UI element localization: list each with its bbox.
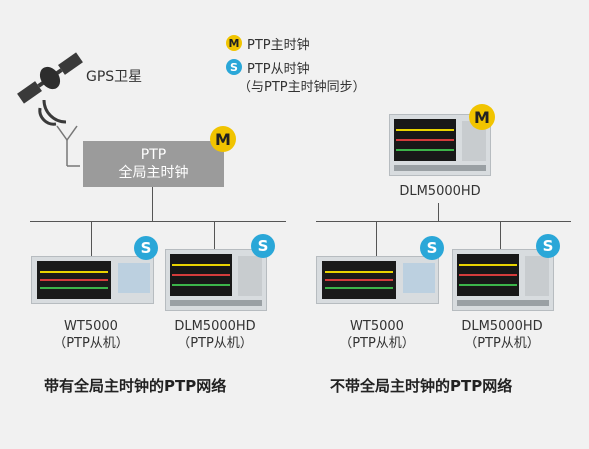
right-master-badge: M [469,104,495,130]
legend-master-label: PTP主时钟 [247,38,310,53]
grandmaster-line1: PTP [140,147,167,163]
right-wt5000-label: WT5000 （PTP从机） [332,318,422,352]
left-dlm5000hd-slave-badge: S [251,234,275,258]
legend-master-badge: M [226,35,242,51]
grandmaster-link [152,187,153,221]
right-wt5000-device [316,256,439,304]
antenna-icon [56,125,80,167]
legend-slave-badge: S [226,59,242,75]
left-wt5000-role: （PTP从机） [53,336,129,351]
left-dlm5000hd-name: DLM5000HD [174,319,256,334]
right-drop-1 [376,221,377,256]
legend-slave-label: PTP从时钟 [247,62,310,77]
left-wt5000-device [31,256,154,304]
right-drop-2 [500,221,501,249]
right-dlm5000hd-role: （PTP从机） [464,336,540,351]
right-dlm5000hd-device [452,249,554,311]
right-master-link [438,203,439,221]
left-dlm5000hd-device [165,249,267,311]
right-wt5000-name: WT5000 [350,319,404,334]
right-network-caption: 不带全局主时钟的PTP网络 [330,377,513,395]
legend-slave-note: （与PTP主时钟同步） [238,80,366,95]
left-wt5000-slave-badge: S [134,236,158,260]
right-master-label: DLM5000HD [399,184,481,199]
left-drop-2 [214,221,215,249]
left-wt5000-label: WT5000 （PTP从机） [46,318,136,352]
grandmaster-master-badge: M [210,126,236,152]
satellite-icon [17,52,83,126]
left-wt5000-name: WT5000 [64,319,118,334]
gps-label: GPS卫星 [86,69,143,85]
right-network-bus [316,221,571,222]
left-dlm5000hd-role: （PTP从机） [177,336,253,351]
left-network-caption: 带有全局主时钟的PTP网络 [44,377,227,395]
right-wt5000-role: （PTP从机） [339,336,415,351]
left-dlm5000hd-label: DLM5000HD （PTP从机） [160,318,270,352]
right-dlm5000hd-name: DLM5000HD [461,319,543,334]
left-drop-1 [91,221,92,256]
grandmaster-line2: 全局主时钟 [118,165,189,181]
left-network-bus [30,221,286,222]
right-dlm5000hd-label: DLM5000HD （PTP从机） [446,318,558,352]
right-dlm5000hd-slave-badge: S [536,234,560,258]
grandmaster-clock-box: PTP 全局主时钟 [83,141,224,187]
right-wt5000-slave-badge: S [420,236,444,260]
